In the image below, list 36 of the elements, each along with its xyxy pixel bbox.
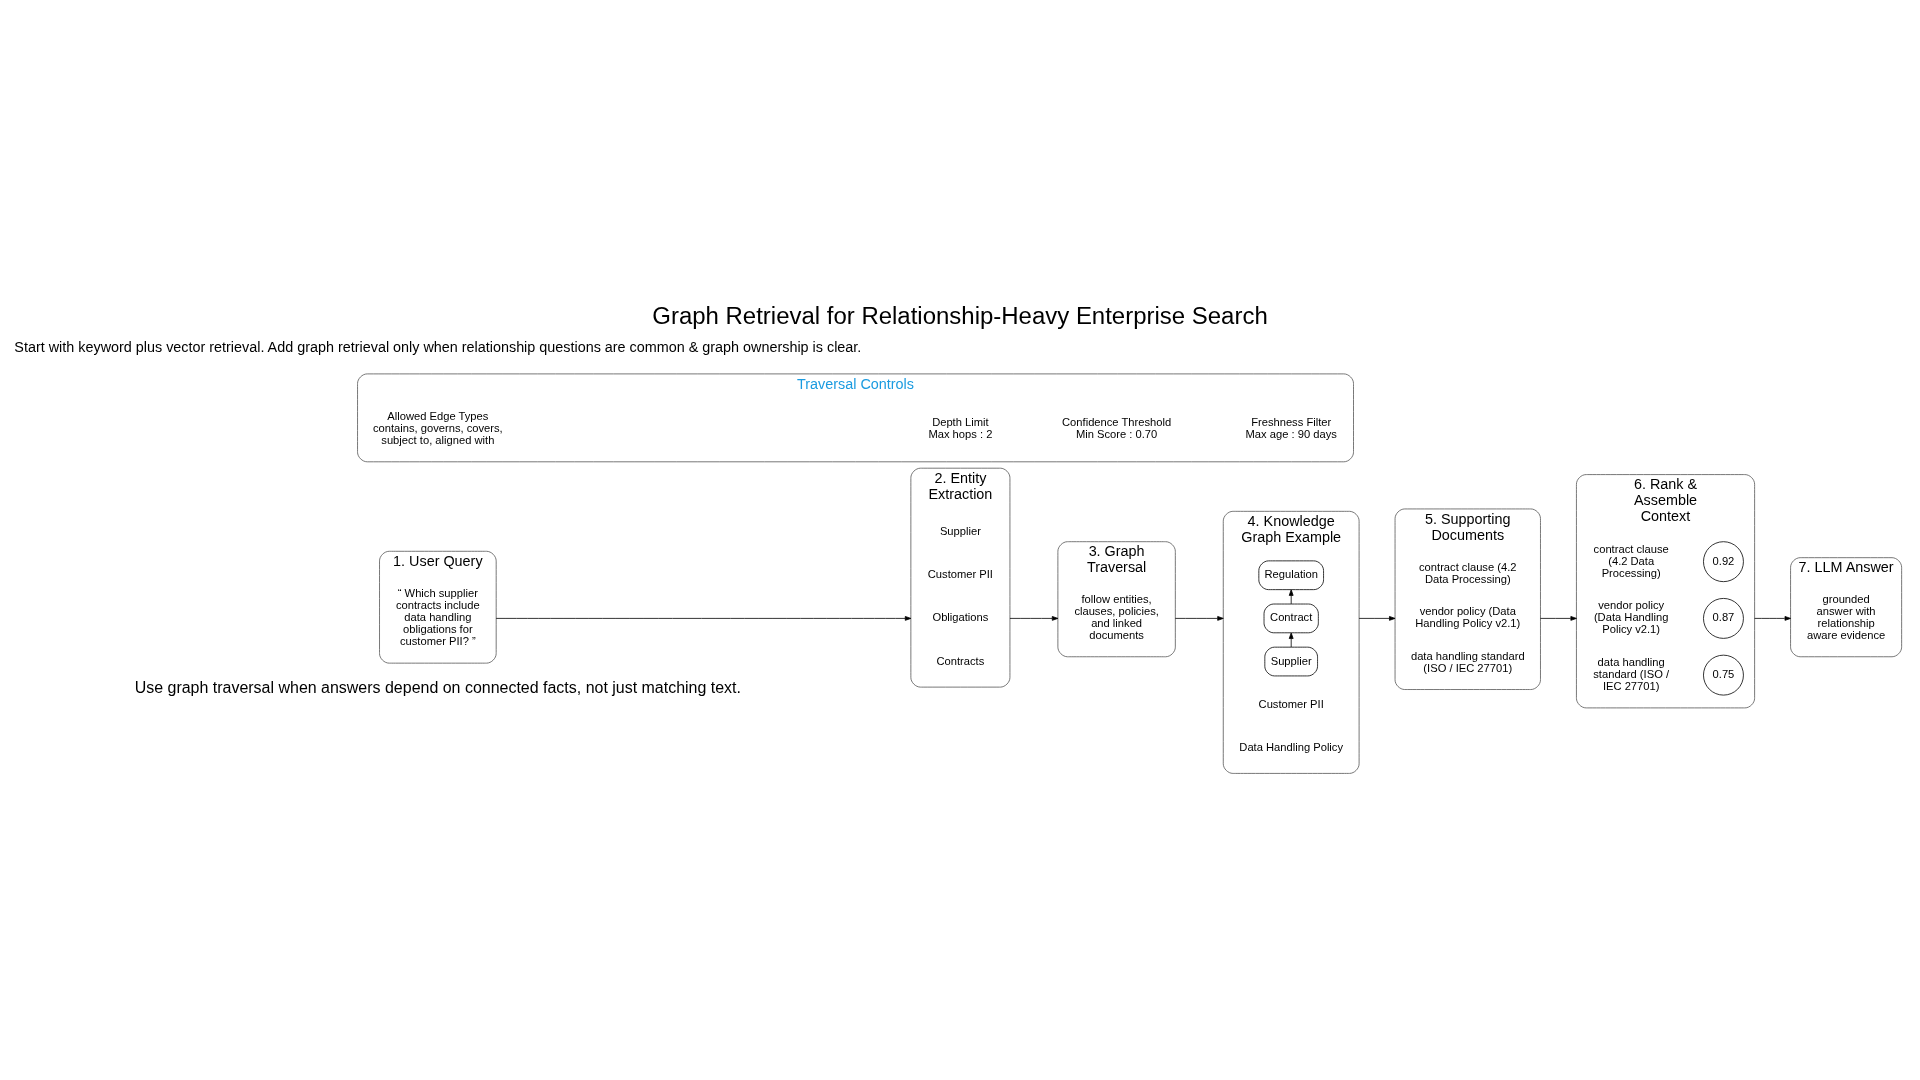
arrow — [1288, 632, 1294, 647]
arrow — [1288, 588, 1294, 604]
arrow — [495, 615, 912, 621]
node-text: “ Which supplier contracts include data handling obligations for customer PII? ” — [395, 586, 480, 647]
node-text: data handling standard (ISO / IEC 27701) — [1593, 655, 1670, 692]
diagram-title: Graph Retrieval for Relationship-Heavy Enterprise Search — [652, 301, 1268, 329]
label: Data Handling Policy — [1239, 740, 1344, 753]
arrow — [1009, 615, 1059, 621]
node-box: Contract — [1263, 603, 1319, 633]
node-text: Confidence Threshold Min Score : 0.70 — [1062, 415, 1172, 440]
arrow — [1358, 615, 1396, 621]
node-text: follow entities, clauses, policies, and linked documents — [1074, 592, 1159, 641]
label: Customer PII — [1258, 697, 1324, 710]
arrow — [1174, 615, 1224, 621]
node-text: Freshness Filter Max age : 90 days — [1245, 415, 1337, 440]
label: Use graph traversal when answers depend on connected facts, not just matching text. — [134, 678, 741, 696]
node-box: Regulation — [1258, 559, 1324, 590]
node-text: data handling standard (ISO / IEC 27701) — [1410, 649, 1525, 674]
node-text: grounded answer with relationship aware evidence — [1806, 592, 1886, 641]
node-text: contract clause (4.2 Data Processing) — [1419, 560, 1517, 585]
node-text: Obligations — [932, 610, 989, 623]
arrow — [1754, 615, 1791, 621]
node-text: Supplier — [939, 524, 981, 537]
node-text: vendor policy (Data Handling Policy v2.1) — [1415, 604, 1521, 629]
node-text: contract clause (4.2 Data Processing) — [1593, 542, 1669, 579]
node-text: Depth Limit Max hops : 2 — [928, 415, 993, 440]
arrow — [1540, 615, 1577, 621]
node-text: vendor policy (Data Handling Policy v2.1) — [1593, 598, 1669, 635]
node-circle: 0.75 — [1703, 654, 1744, 695]
label: Start with keyword plus vector retrieval. Add graph retrieval only when relationship questions are common & graph ownership is clear. — [14, 338, 862, 355]
node-box: Supplier — [1264, 646, 1318, 676]
node-text: Contracts — [936, 654, 985, 667]
node-circle: 0.92 — [1703, 540, 1744, 582]
node-circle: 0.87 — [1703, 597, 1744, 639]
node-text: Allowed Edge Types contains, governs, covers, subject to, aligned with — [372, 409, 503, 446]
node-text: Customer PII — [927, 567, 993, 580]
